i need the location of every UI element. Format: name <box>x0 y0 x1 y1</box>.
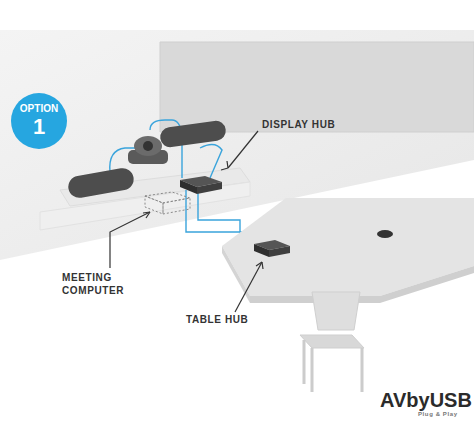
camera <box>128 136 168 164</box>
display-screen <box>160 42 474 132</box>
display-hub <box>180 176 222 194</box>
callout-label: MEETING COMPUTER <box>62 272 158 297</box>
watermark: AVbyUSB <box>380 388 472 413</box>
table-edge <box>250 266 474 303</box>
chair <box>300 292 364 392</box>
table-port <box>377 230 393 238</box>
leader-line <box>110 131 263 312</box>
badge-word: OPTION <box>10 104 68 115</box>
badge-circle <box>11 93 67 149</box>
table-hub <box>254 240 290 257</box>
table-edge <box>222 246 250 303</box>
callout-label: TABLE HUB <box>186 314 286 327</box>
callout-label: DISPLAY HUB <box>262 119 382 132</box>
watermark-tagline: Plug & Play <box>418 411 472 419</box>
option-badge: OPTION1 <box>10 92 68 150</box>
meeting-computer <box>145 192 190 214</box>
badge-number: 1 <box>10 115 68 138</box>
speaker <box>67 120 227 200</box>
